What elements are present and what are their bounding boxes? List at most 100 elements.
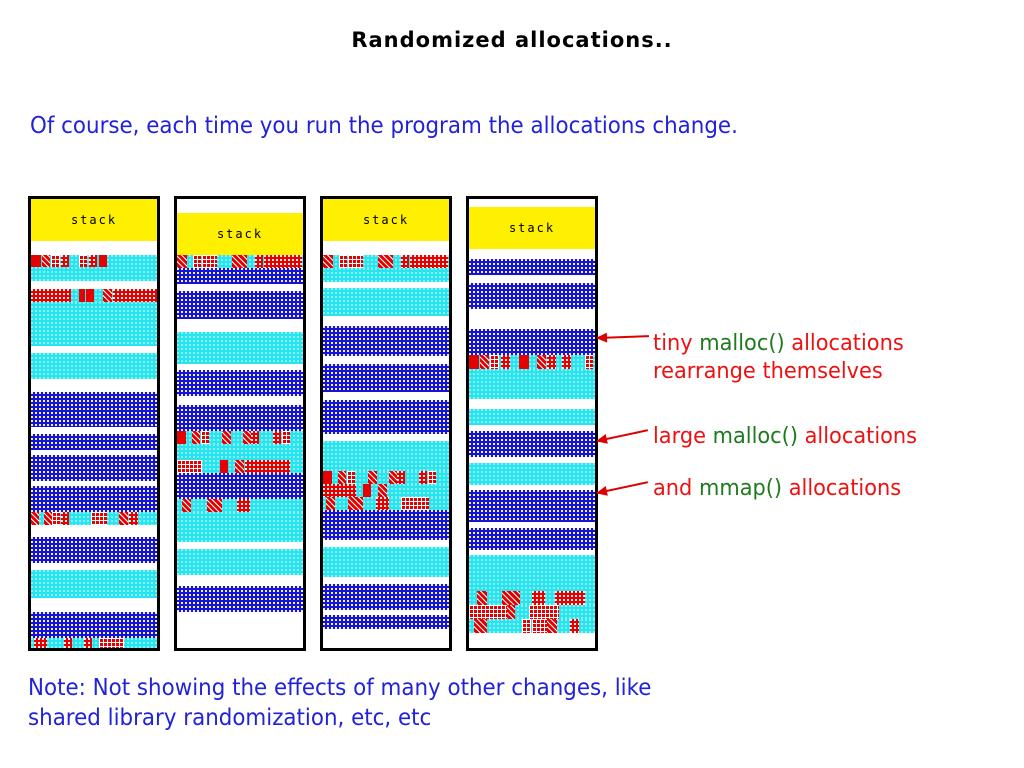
mmap-band bbox=[31, 353, 157, 379]
tiny-malloc-block bbox=[537, 355, 546, 369]
tiny-malloc-block bbox=[182, 499, 191, 512]
tiny-malloc-block bbox=[177, 255, 187, 268]
free-gap bbox=[177, 199, 303, 213]
large-malloc-band bbox=[469, 259, 595, 275]
tiny-malloc-block bbox=[477, 591, 487, 605]
tiny-malloc-block bbox=[255, 255, 263, 268]
tiny-malloc-block bbox=[522, 619, 531, 633]
tiny-malloc-block bbox=[113, 289, 157, 302]
free-gap bbox=[31, 481, 157, 486]
tiny-malloc-block bbox=[378, 255, 393, 268]
tiny-malloc-block bbox=[31, 289, 71, 302]
large-malloc-band bbox=[469, 528, 595, 550]
callout-large-function: malloc() bbox=[712, 424, 798, 449]
free-gap bbox=[31, 427, 157, 434]
free-gap bbox=[31, 563, 157, 570]
large-malloc-band bbox=[323, 584, 449, 610]
free-gap bbox=[177, 396, 303, 405]
free-gap bbox=[469, 275, 595, 283]
tiny-malloc-block bbox=[282, 431, 290, 444]
tiny-malloc-block bbox=[34, 638, 47, 648]
large-malloc-band bbox=[31, 434, 157, 450]
intro-text: Of course, each time you run the program… bbox=[30, 113, 738, 139]
tiny-malloc-row bbox=[177, 499, 303, 512]
memory-map-column-run-1: stackprogram bbox=[28, 196, 160, 651]
tiny-malloc-block bbox=[177, 460, 202, 473]
mmap-band bbox=[177, 444, 303, 460]
tiny-malloc-block bbox=[273, 431, 281, 444]
tiny-malloc-block bbox=[202, 255, 217, 268]
callout-large-prefix: large bbox=[653, 424, 713, 449]
tiny-malloc-block bbox=[532, 619, 547, 633]
memory-map-column-run-2: stackprogram bbox=[174, 196, 306, 651]
arrow-tiny-malloc bbox=[596, 335, 650, 339]
memory-map-column-run-4: stackprogram bbox=[466, 196, 598, 651]
tiny-malloc-block bbox=[103, 289, 112, 302]
tiny-malloc-block bbox=[220, 460, 228, 473]
large-malloc-band bbox=[31, 612, 157, 638]
tiny-malloc-block bbox=[64, 638, 72, 648]
page-title: Randomized allocations.. bbox=[351, 28, 673, 52]
arrow-large-malloc bbox=[596, 429, 649, 442]
tiny-malloc-block bbox=[42, 255, 50, 267]
tiny-malloc-block bbox=[79, 289, 85, 302]
large-malloc-band bbox=[323, 615, 449, 629]
tiny-malloc-block bbox=[232, 255, 247, 268]
free-gap bbox=[469, 522, 595, 528]
tiny-malloc-row bbox=[177, 431, 303, 444]
callout-large-suffix: allocations bbox=[797, 424, 918, 449]
tiny-malloc-block bbox=[397, 471, 405, 484]
free-gap bbox=[323, 356, 449, 364]
tiny-malloc-block bbox=[86, 289, 94, 302]
tiny-malloc-block bbox=[89, 255, 97, 267]
tiny-malloc-block bbox=[264, 255, 302, 268]
free-gap bbox=[323, 434, 449, 441]
large-malloc-band bbox=[323, 400, 449, 434]
tiny-malloc-row bbox=[31, 512, 157, 525]
free-gap bbox=[177, 575, 303, 586]
free-gap bbox=[469, 309, 595, 329]
tiny-malloc-block bbox=[31, 512, 39, 525]
footnote-line-2: shared library randomization, etc, etc bbox=[28, 705, 432, 731]
callout-tiny-suffix: allocations bbox=[784, 331, 904, 356]
tiny-malloc-block bbox=[501, 355, 510, 369]
tiny-malloc-block bbox=[237, 499, 250, 512]
footnote: Note: Not showing the effects of many ot… bbox=[28, 673, 921, 733]
mmap-band bbox=[177, 332, 303, 364]
large-malloc-band bbox=[469, 283, 595, 309]
arrow-mmap bbox=[596, 481, 649, 494]
tiny-malloc-row bbox=[31, 289, 157, 302]
memory-map-column-run-3: stackprogram bbox=[320, 196, 452, 651]
free-gap bbox=[177, 319, 303, 332]
free-gap bbox=[31, 346, 157, 353]
large-malloc-band bbox=[177, 473, 303, 499]
tiny-malloc-block bbox=[245, 460, 290, 473]
tiny-malloc-block bbox=[61, 512, 69, 525]
tiny-malloc-block bbox=[529, 605, 559, 619]
tiny-malloc-block bbox=[79, 255, 87, 267]
stack-region: stack bbox=[469, 207, 595, 249]
tiny-malloc-block bbox=[323, 255, 333, 268]
tiny-malloc-block bbox=[192, 431, 200, 444]
large-malloc-band bbox=[177, 291, 303, 319]
tiny-malloc-block bbox=[368, 471, 377, 484]
tiny-malloc-block bbox=[348, 497, 363, 510]
tiny-malloc-row bbox=[469, 591, 595, 605]
free-gap bbox=[323, 610, 449, 615]
mmap-band bbox=[31, 267, 157, 281]
free-gap bbox=[469, 199, 595, 207]
tiny-malloc-block bbox=[419, 471, 427, 484]
callout-mmap: and mmap() allocations bbox=[653, 475, 901, 503]
tiny-malloc-row bbox=[469, 605, 595, 619]
tiny-malloc-block bbox=[348, 255, 363, 268]
tiny-malloc-block bbox=[91, 512, 107, 525]
free-gap bbox=[31, 450, 157, 455]
tiny-malloc-block bbox=[532, 591, 545, 605]
free-gap bbox=[177, 284, 303, 291]
free-gap bbox=[31, 598, 157, 612]
tiny-malloc-block bbox=[201, 431, 209, 444]
tiny-malloc-block bbox=[243, 431, 251, 444]
mmap-band bbox=[469, 555, 595, 591]
tiny-malloc-block bbox=[502, 591, 520, 605]
free-gap bbox=[31, 241, 157, 255]
